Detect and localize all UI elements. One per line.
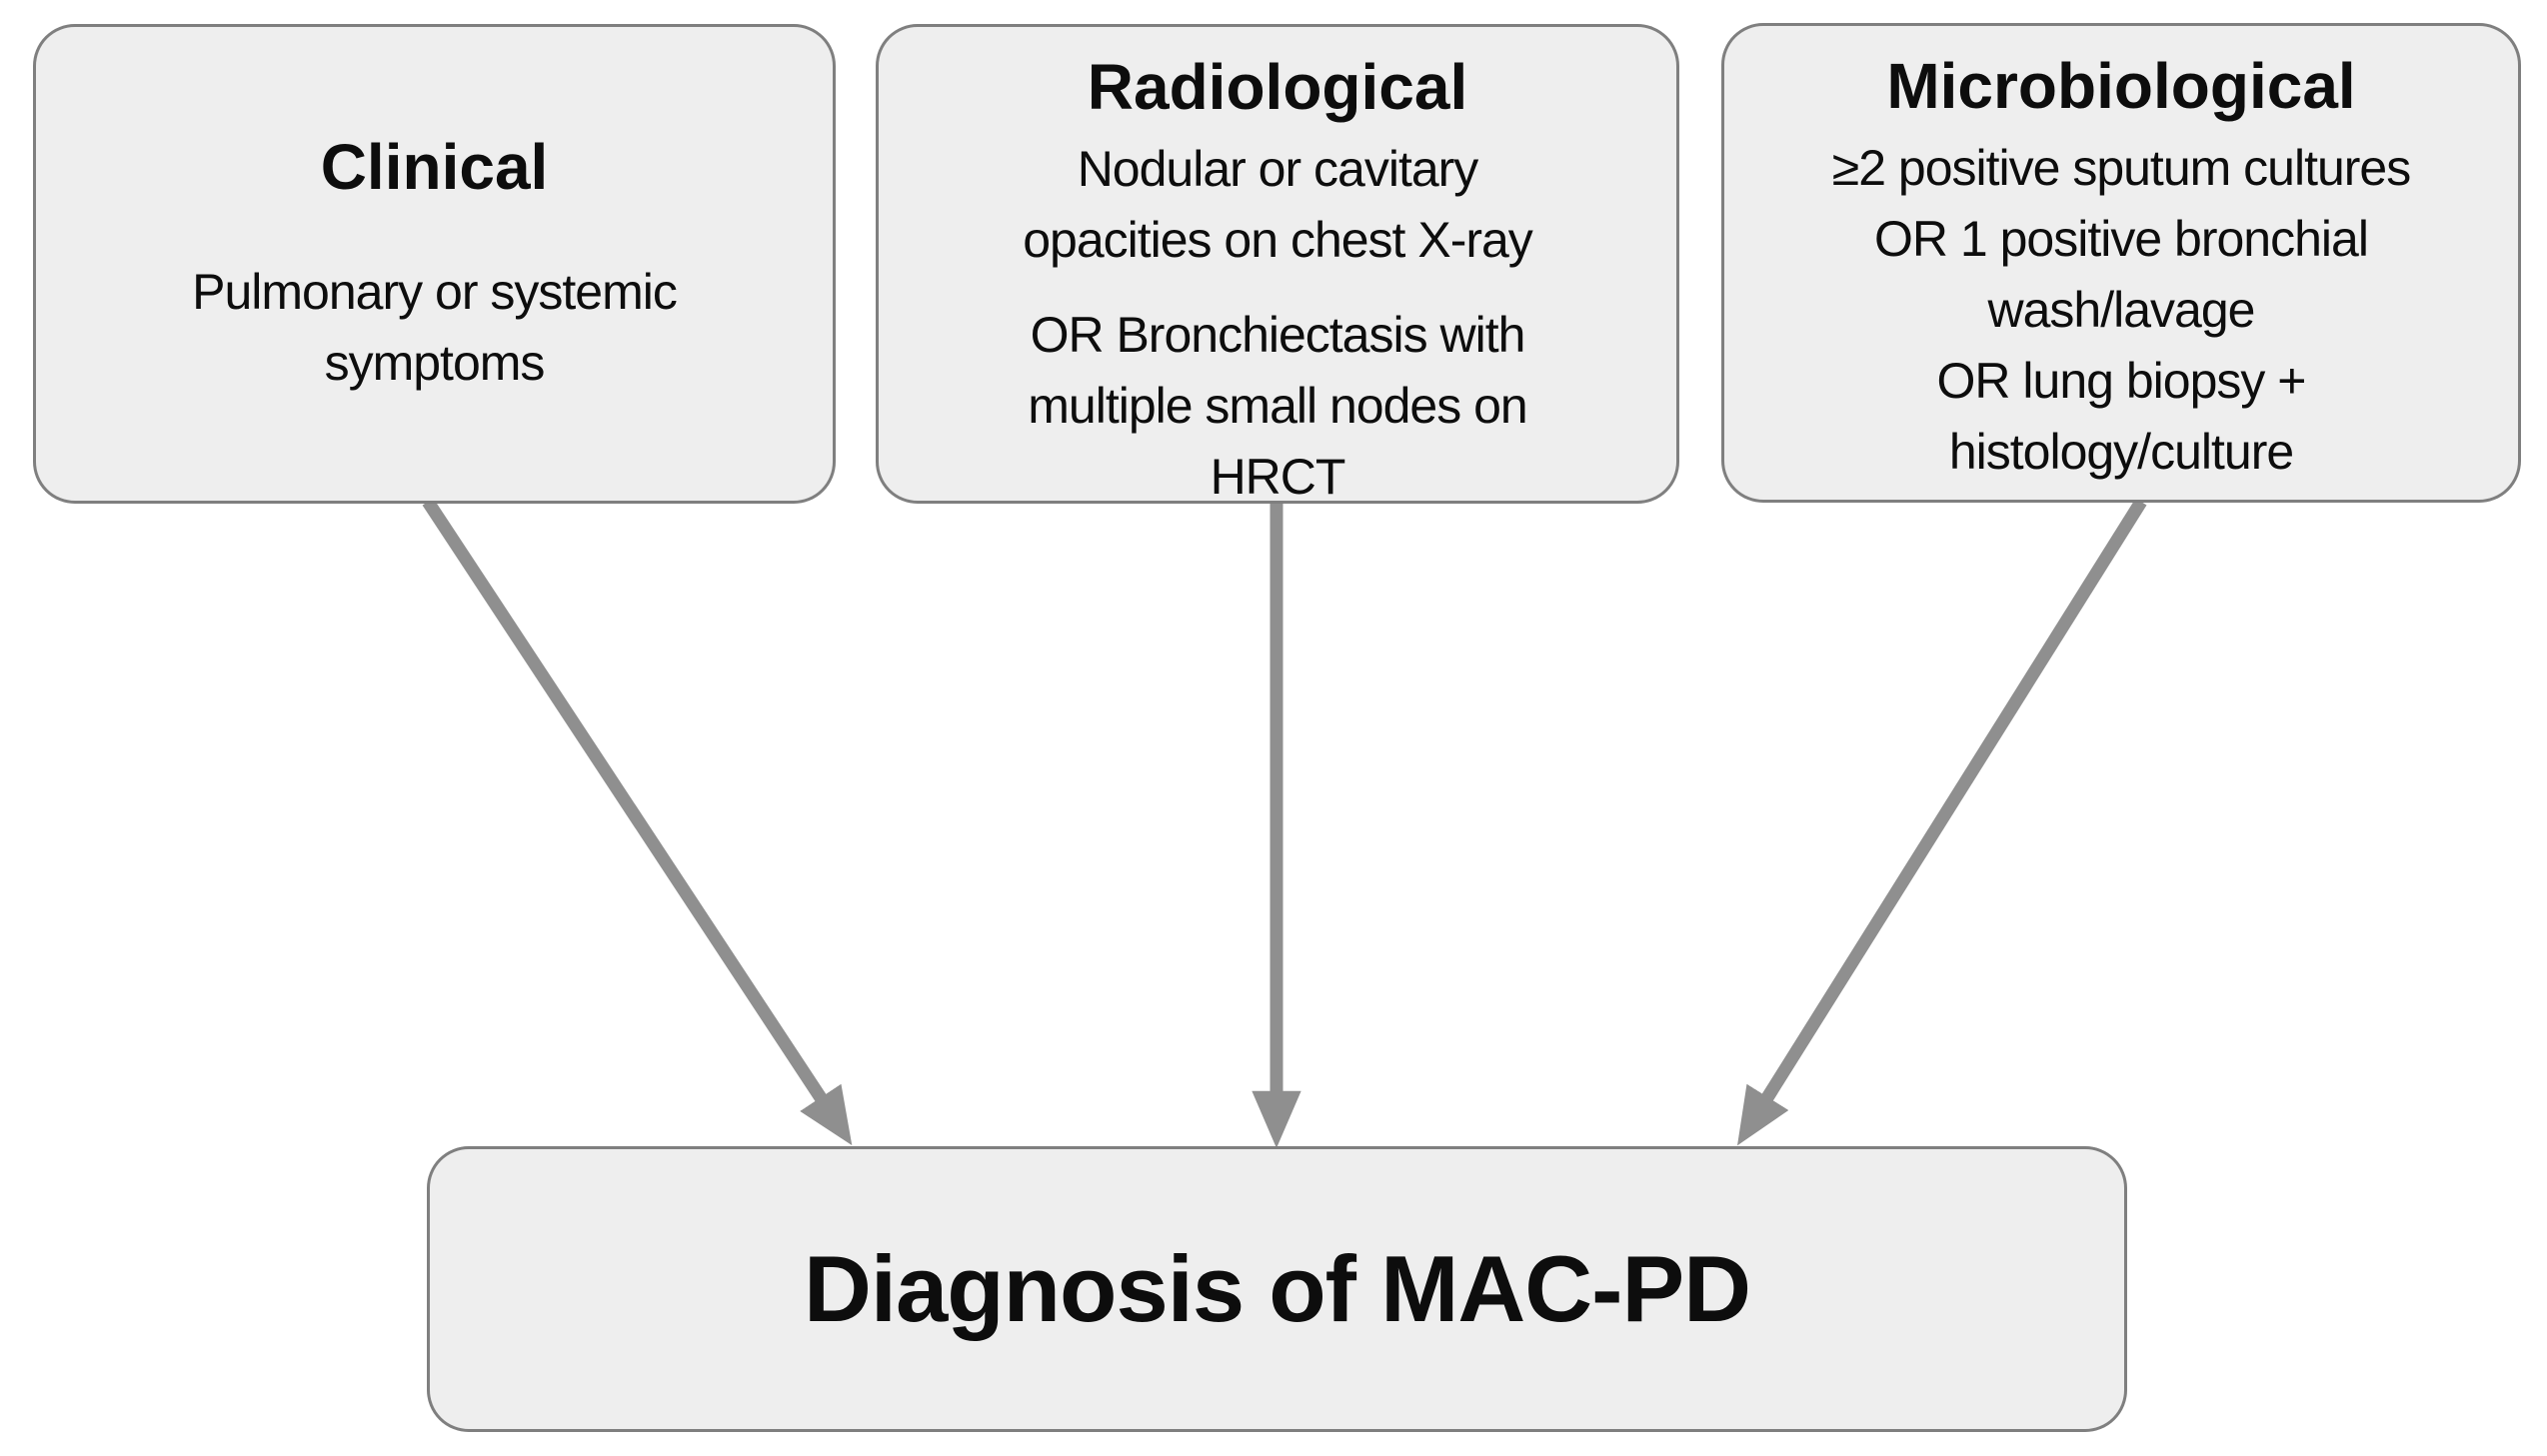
text-line: ≥2 positive sputum cultures bbox=[1831, 139, 2412, 196]
node-paragraph: Nodular or cavitary opacities on chest X-… bbox=[879, 134, 1676, 276]
text-line: OR Bronchiectasis with bbox=[1030, 306, 1526, 363]
arrow-microbiological-to-diagnosis bbox=[1737, 498, 2147, 1146]
node-radiological-body: Nodular or cavitary opacities on chest X-… bbox=[879, 134, 1676, 513]
diagnosis-title: Diagnosis of MAC-PD bbox=[803, 1236, 1751, 1341]
arrow-clinical-to-diagnosis bbox=[422, 498, 853, 1146]
node-paragraph: OR Bronchiectasis with multiple small nod… bbox=[879, 300, 1676, 513]
node-microbiological: Microbiological ≥2 positive sputum cultu… bbox=[1721, 23, 2521, 503]
node-paragraph: ≥2 positive sputum cultures OR 1 positive… bbox=[1724, 133, 2518, 488]
text-line: OR lung biopsy + bbox=[1936, 352, 2307, 409]
node-microbiological-body: ≥2 positive sputum cultures OR 1 positive… bbox=[1724, 133, 2518, 488]
node-radiological-title: Radiological bbox=[1087, 51, 1468, 123]
text-line: histology/culture bbox=[1948, 423, 2294, 480]
node-paragraph: Pulmonary or systemic symptoms bbox=[36, 257, 833, 399]
text-line: Pulmonary or systemic bbox=[192, 264, 678, 321]
node-radiological: Radiological Nodular or cavitary opacitie… bbox=[876, 24, 1679, 505]
text-line: symptoms bbox=[324, 335, 546, 392]
text-line: OR 1 positive bronchial bbox=[1874, 210, 2369, 267]
text-line: wash/lavage bbox=[1987, 281, 2256, 338]
node-microbiological-title: Microbiological bbox=[1886, 50, 2356, 122]
node-clinical: Clinical Pulmonary or systemic symptoms bbox=[33, 24, 836, 504]
text-line: Nodular or cavitary bbox=[1077, 140, 1479, 197]
node-clinical-body: Pulmonary or systemic symptoms bbox=[36, 257, 833, 399]
text-line: multiple small nodes on bbox=[1028, 377, 1528, 434]
text-line: HRCT bbox=[1210, 448, 1346, 505]
text-line: opacities on chest X-ray bbox=[1023, 211, 1533, 268]
node-clinical-title: Clinical bbox=[320, 130, 549, 203]
node-diagnosis: Diagnosis of MAC-PD bbox=[427, 1146, 2127, 1432]
